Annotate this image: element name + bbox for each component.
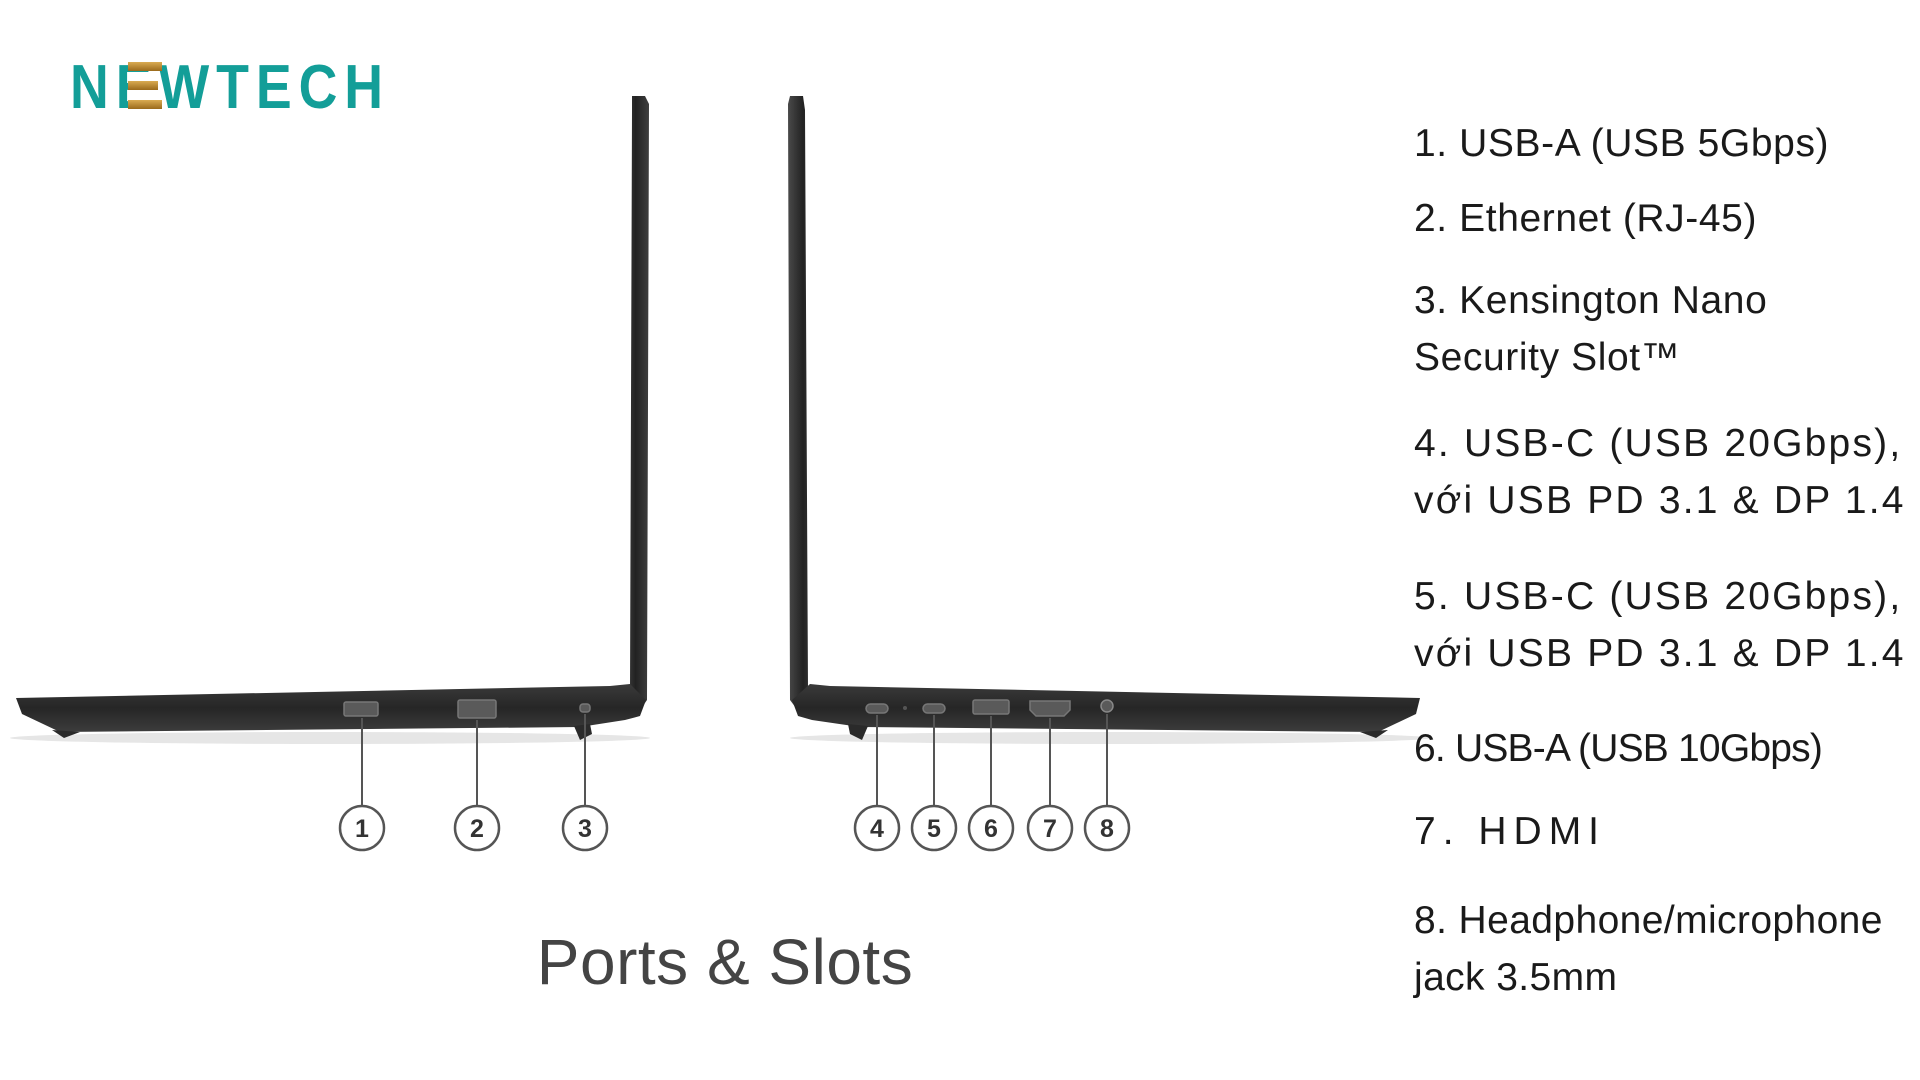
port-legend-item-4: 4. USB-C (USB 20Gbps), với USB PD 3.1 & … — [1414, 415, 1906, 529]
logo-accent-mid — [128, 81, 158, 90]
newtech-logo: NEWTECH — [70, 53, 390, 120]
port-7-hdmi — [1029, 700, 1071, 717]
port-legend-text: Security Slot™ — [1414, 336, 1681, 379]
port-legend-text: jack 3.5mm — [1414, 956, 1618, 999]
port-legend-text: với USB PD 3.1 & DP 1.4 — [1414, 479, 1906, 522]
port-legend-text: 4. USB-C (USB 20Gbps), — [1414, 422, 1903, 465]
callout-number: 8 — [1100, 815, 1114, 843]
callout-circle — [910, 804, 958, 852]
port-legend-item-7: 7. HDMI — [1414, 803, 1606, 860]
callout-circle — [453, 804, 501, 852]
callout-marker-1: 1 — [338, 804, 386, 852]
port-legend-text: với USB PD 3.1 & DP 1.4 — [1414, 632, 1906, 675]
logo-accent-top — [128, 62, 162, 71]
callout-circle — [338, 804, 386, 852]
lid-left — [622, 96, 649, 716]
port-legend-text: 2. Ethernet (RJ-45) — [1414, 197, 1758, 240]
port-legend-item-3: 3. Kensington Nano Security Slot™ — [1414, 272, 1767, 386]
callout-marker-3: 3 — [561, 804, 609, 852]
callout-marker-2: 2 — [453, 804, 501, 852]
port-legend-item-5: 5. USB-C (USB 20Gbps), với USB PD 3.1 & … — [1414, 568, 1906, 682]
port-legend-text: 3. Kensington Nano — [1414, 279, 1768, 322]
port-legend-text: 1. USB-A (USB 5Gbps) — [1414, 122, 1830, 165]
port-legend-text: 7. HDMI — [1414, 810, 1607, 853]
port-legend-item-1: 1. USB-A (USB 5Gbps) — [1414, 115, 1829, 172]
lid-right — [788, 96, 818, 716]
port-3-kensington — [579, 703, 591, 713]
logo-wordmark: NEWTECH — [70, 53, 390, 120]
callout-marker-4: 4 — [853, 804, 901, 852]
foot-left-front — [52, 730, 80, 738]
port-6-usb-a — [972, 699, 1010, 715]
port-legend-text: 6. USB-A (USB 10Gbps) — [1414, 727, 1823, 770]
status-led — [903, 706, 907, 710]
port-4-usb-c — [865, 703, 889, 714]
foot-right-rear — [848, 724, 868, 740]
laptop-left-side — [10, 96, 650, 744]
port-2-ethernet — [457, 699, 497, 719]
diagram-caption: Ports & Slots — [536, 926, 914, 998]
callout-number: 4 — [870, 815, 884, 843]
callout-number: 2 — [470, 815, 484, 843]
callout-circle — [853, 804, 901, 852]
port-5-usb-c — [922, 703, 946, 714]
callout-number: 7 — [1043, 815, 1057, 843]
foot-right-front — [1360, 730, 1388, 738]
port-1-usb-a — [343, 701, 379, 717]
shadow-right — [790, 732, 1430, 744]
port-legend-text: 5. USB-C (USB 20Gbps), — [1414, 575, 1903, 618]
laptop-right-side — [788, 96, 1430, 744]
callout-number: 1 — [355, 815, 369, 843]
port-8-audio-jack — [1100, 699, 1114, 713]
shadow-left — [10, 732, 650, 744]
port-legend-text: 8. Headphone/microphone — [1414, 899, 1883, 942]
callout-number: 3 — [578, 815, 592, 843]
callout-marker-5: 5 — [910, 804, 958, 852]
callout-circle — [1026, 804, 1074, 852]
callout-circle — [1083, 804, 1131, 852]
callout-marker-7: 7 — [1026, 804, 1074, 852]
port-legend-item-6: 6. USB-A (USB 10Gbps) — [1414, 720, 1823, 777]
callout-circle — [967, 804, 1015, 852]
foot-left-rear — [574, 724, 592, 740]
callout-circle — [561, 804, 609, 852]
callout-lines — [361, 714, 1108, 806]
laptop-ports-diagram: 1 2 3 4 5 6 7 8 — [10, 96, 1430, 852]
port-legend-item-2: 2. Ethernet (RJ-45) — [1414, 190, 1757, 247]
port-legend-list: 1. USB-A (USB 5Gbps) 2. Ethernet (RJ-45)… — [1414, 0, 1920, 1080]
callout-marker-6: 6 — [967, 804, 1015, 852]
callout-number: 6 — [984, 815, 998, 843]
callout-markers: 1 2 3 4 5 6 7 8 — [338, 804, 1131, 852]
base-left — [16, 684, 646, 732]
port-legend-item-8: 8. Headphone/microphone jack 3.5mm — [1414, 892, 1883, 1006]
callout-marker-8: 8 — [1083, 804, 1131, 852]
logo-accent-bottom — [128, 100, 162, 109]
callout-number: 5 — [927, 815, 941, 843]
